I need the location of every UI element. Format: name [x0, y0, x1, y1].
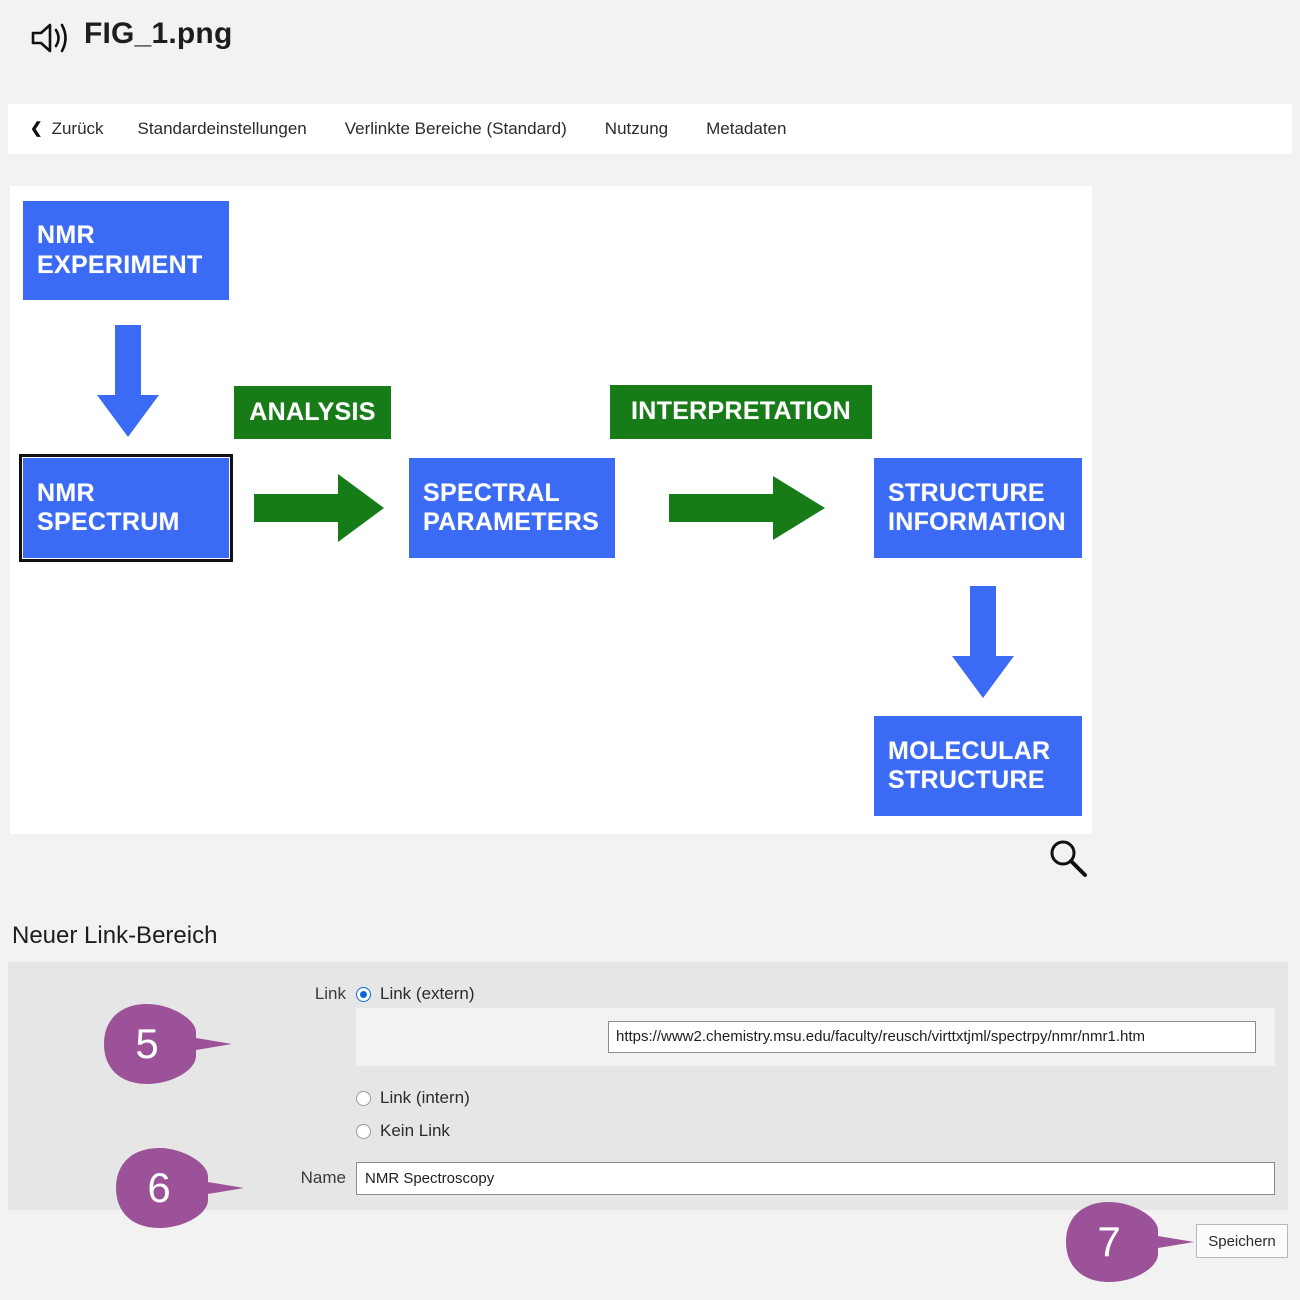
radio-link-intern[interactable]: Link (intern)	[356, 1088, 470, 1108]
diagram-node-molecular-structure[interactable]: MOLECULAR STRUCTURE	[874, 716, 1082, 816]
external-url-subpanel: https://www2.chemistry.msu.edu/faculty/r…	[356, 1008, 1275, 1066]
link-field-label: Link	[314, 984, 346, 1003]
callout-badge-5: 5	[98, 1002, 234, 1086]
diagram-node-spectral-parameters[interactable]: SPECTRAL PARAMETERS	[409, 458, 615, 558]
radio-kein-link[interactable]: Kein Link	[356, 1121, 450, 1141]
nav-item-standardeinstellungen[interactable]: Standardeinstellungen	[137, 119, 307, 138]
nav-item-nutzung[interactable]: Nutzung	[604, 119, 669, 138]
callout-badge-7: 7	[1060, 1200, 1196, 1284]
diagram-node-analysis-label: ANALYSIS	[249, 397, 376, 426]
diagram-node-spectrum-line1: NMR	[37, 478, 95, 507]
image-preview-panel: NMR EXPERIMENT NMR SPECTRUM ANALYSIS SPE…	[10, 186, 1092, 834]
nav-item-zurueck[interactable]: ❮ Zurück	[30, 119, 104, 139]
nav-item-metadaten[interactable]: Metadaten	[706, 119, 787, 138]
arrow-right-spectrum-to-params-icon	[254, 472, 386, 544]
page-title: FIG_1.png	[84, 17, 233, 50]
speaker-icon	[28, 18, 70, 58]
nav-item-verlinkte-bereiche[interactable]: Verlinkte Bereiche (Standard)	[344, 119, 567, 138]
nmr-workflow-diagram: NMR EXPERIMENT NMR SPECTRUM ANALYSIS SPE…	[10, 186, 1092, 834]
callout-badge-7-number: 7	[1097, 1218, 1121, 1265]
name-input[interactable]: NMR Spectroscopy	[356, 1162, 1275, 1195]
diagram-node-experiment[interactable]: NMR EXPERIMENT	[23, 201, 229, 300]
radio-kein-link-label: Kein Link	[380, 1121, 450, 1140]
diagram-node-spectrum-line2: SPECTRUM	[37, 508, 180, 536]
arrow-right-params-to-structinfo-icon	[669, 474, 827, 542]
radio-link-extern-indicator[interactable]	[356, 986, 371, 1002]
navbar: ❮ Zurück Standardeinstellungen Verlinkte…	[8, 104, 1292, 154]
callout-badge-6: 6	[110, 1146, 246, 1230]
name-field-label: Name	[300, 1168, 346, 1187]
nav-item-zurueck-label: Zurück	[51, 119, 104, 138]
arrow-down-experiment-to-spectrum-icon	[95, 325, 161, 439]
chevron-left-icon: ❮	[30, 119, 43, 137]
radio-link-extern-label: Link (extern)	[380, 984, 475, 1003]
arrow-down-structinfo-to-molecule-icon	[950, 586, 1016, 700]
link-area-form: Link Link (extern) https://www2.chemistr…	[8, 962, 1288, 1210]
diagram-node-molecule-line2: STRUCTURE	[888, 766, 1045, 794]
diagram-node-params-line1: SPECTRAL	[423, 478, 561, 507]
callout-badge-6-number: 6	[147, 1164, 171, 1211]
link-type-row: Link Link (extern) https://www2.chemistr…	[8, 962, 1288, 1140]
section-title: Neuer Link-Bereich	[12, 922, 218, 949]
radio-link-extern[interactable]: Link (extern)	[356, 984, 474, 1004]
diagram-node-analysis[interactable]: ANALYSIS	[234, 386, 391, 439]
diagram-node-interpretation-label: INTERPRETATION	[631, 397, 851, 426]
diagram-node-experiment-line2: EXPERIMENT	[37, 250, 203, 279]
radio-link-intern-label: Link (intern)	[380, 1088, 470, 1107]
external-url-input[interactable]: https://www2.chemistry.msu.edu/faculty/r…	[608, 1021, 1256, 1053]
diagram-node-structinfo-line1: STRUCTURE	[888, 478, 1045, 507]
diagram-node-spectrum[interactable]: NMR SPECTRUM	[19, 454, 233, 562]
diagram-node-structinfo-line2: INFORMATION	[888, 508, 1066, 536]
diagram-node-molecule-line1: MOLECULAR	[888, 736, 1051, 765]
diagram-node-interpretation[interactable]: INTERPRETATION	[610, 385, 872, 439]
callout-badge-5-number: 5	[135, 1020, 159, 1067]
radio-kein-link-indicator[interactable]	[356, 1123, 371, 1139]
diagram-node-params-line2: PARAMETERS	[423, 508, 600, 536]
radio-link-intern-indicator[interactable]	[356, 1090, 371, 1106]
magnifier-icon[interactable]	[1046, 838, 1092, 880]
save-button[interactable]: Speichern	[1196, 1224, 1288, 1258]
diagram-node-structure-information[interactable]: STRUCTURE INFORMATION	[874, 458, 1082, 558]
page-header: FIG_1.png	[0, 0, 1300, 98]
diagram-node-experiment-line1: NMR	[37, 221, 95, 249]
